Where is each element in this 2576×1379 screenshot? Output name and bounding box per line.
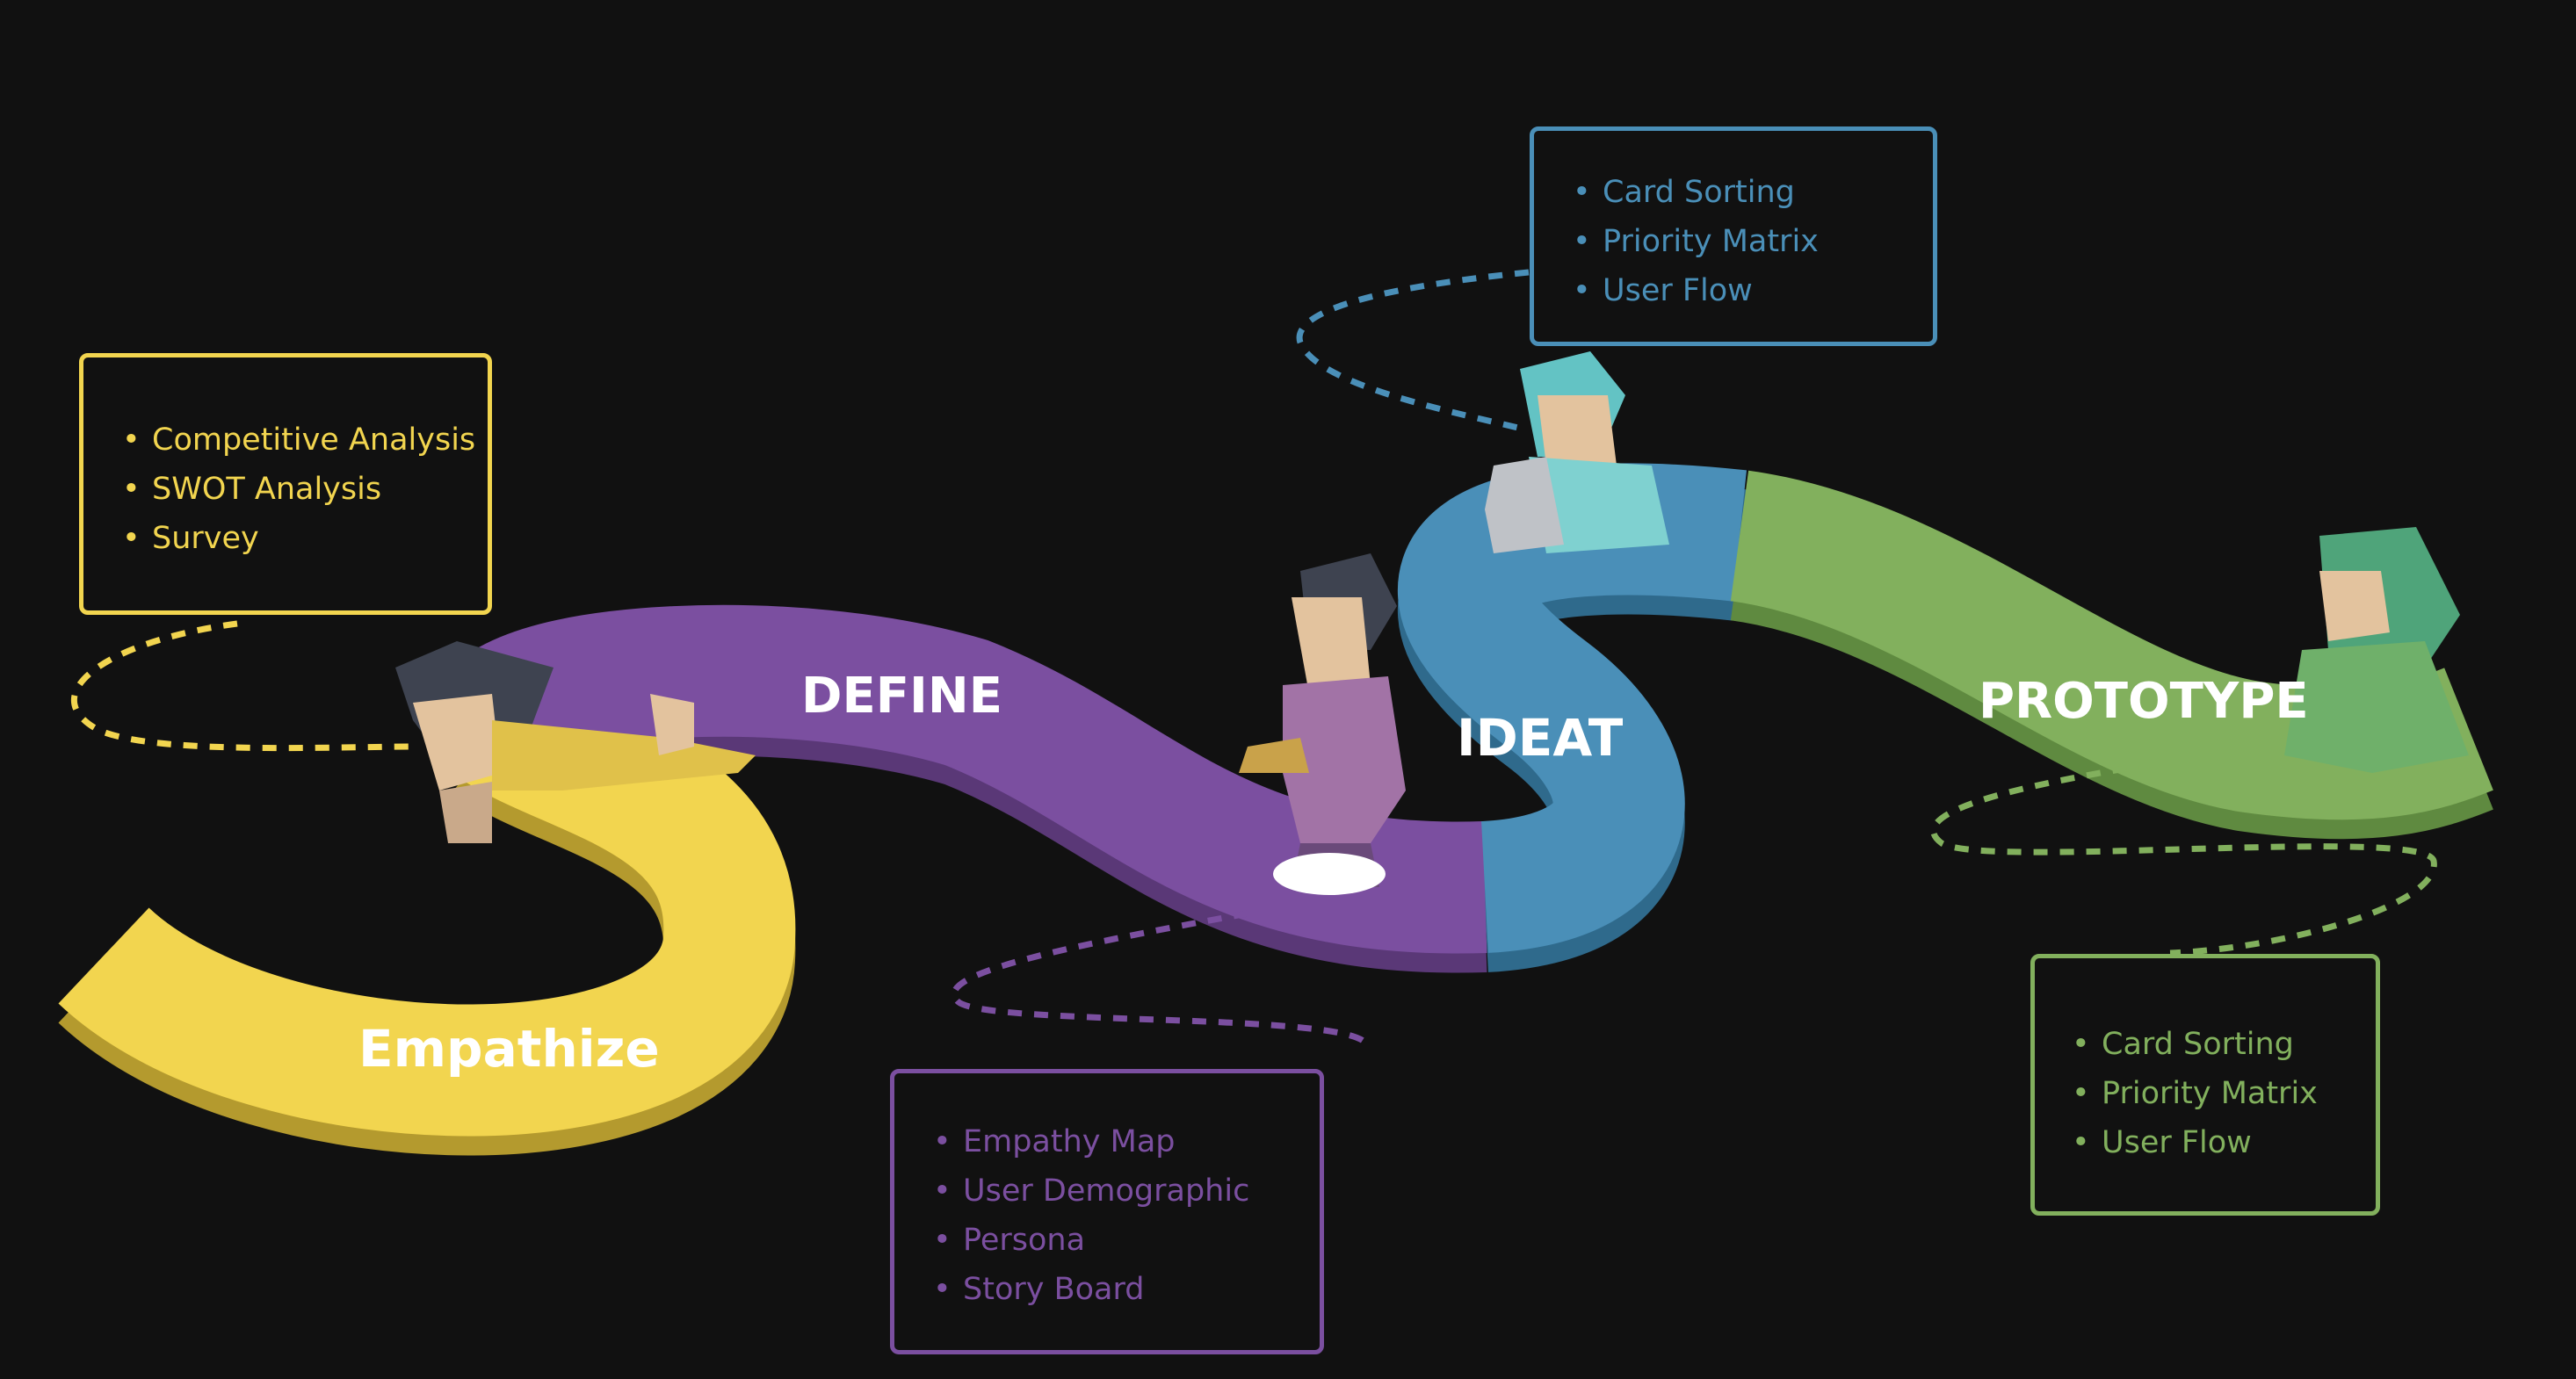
list-item: Card Sorting xyxy=(1573,168,1933,217)
empathize-figure xyxy=(395,641,756,843)
list-item: Empathy Map xyxy=(933,1117,1320,1166)
prototype-box: Card Sorting Priority Matrix User Flow xyxy=(2030,954,2380,1216)
define-connector xyxy=(951,910,1371,1051)
list-item: Survey xyxy=(122,514,488,563)
ideate-figure xyxy=(1485,351,1669,553)
define-figure xyxy=(1239,553,1406,895)
list-item: Persona xyxy=(933,1216,1320,1265)
list-item: SWOT Analysis xyxy=(122,465,488,514)
ideate-box: Card Sorting Priority Matrix User Flow xyxy=(1530,126,1937,346)
stage-label-ideate: IDEAT xyxy=(1457,708,1624,768)
empathize-box: Competitive Analysis SWOT Analysis Surve… xyxy=(79,353,492,615)
list-item: Card Sorting xyxy=(2072,1020,2376,1069)
empathize-connector xyxy=(70,620,414,752)
list-item: User Flow xyxy=(2072,1118,2376,1167)
list-item: Competitive Analysis xyxy=(122,415,488,465)
stage-label-prototype: PROTOTYPE xyxy=(1979,673,2309,730)
list-item: User Demographic xyxy=(933,1166,1320,1216)
prototype-list: Card Sorting Priority Matrix User Flow xyxy=(2072,1020,2376,1167)
prototype-connector xyxy=(1930,761,2437,957)
empathize-list: Competitive Analysis SWOT Analysis Surve… xyxy=(122,415,488,563)
list-item: Priority Matrix xyxy=(1573,217,1933,266)
list-item: Priority Matrix xyxy=(2072,1069,2376,1118)
define-list: Empathy Map User Demographic Persona Sto… xyxy=(933,1117,1320,1314)
stage-label-define: DEFINE xyxy=(801,668,1002,725)
stage-label-empathize: Empathize xyxy=(358,1019,660,1079)
prototype-figure xyxy=(2284,527,2469,773)
define-box: Empathy Map User Demographic Persona Sto… xyxy=(890,1069,1324,1354)
ideate-list: Card Sorting Priority Matrix User Flow xyxy=(1573,168,1933,315)
list-item: Story Board xyxy=(933,1265,1320,1314)
ideate-connector xyxy=(1296,269,1530,434)
list-item: User Flow xyxy=(1573,266,1933,315)
